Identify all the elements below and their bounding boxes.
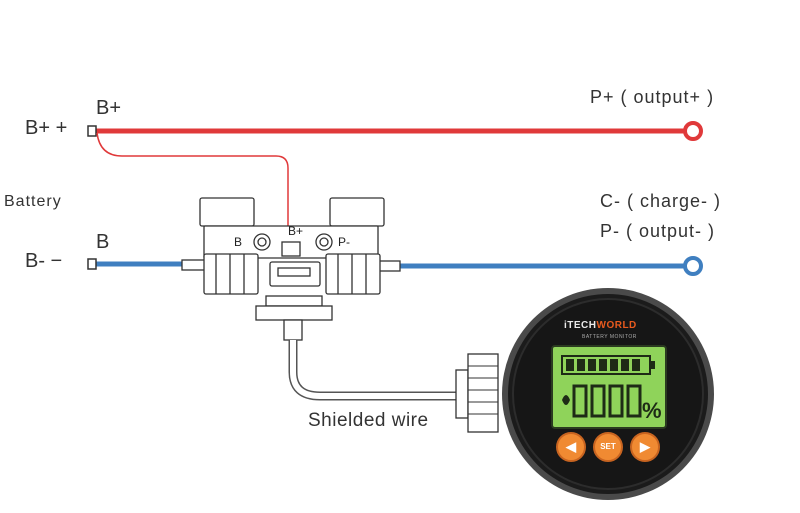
monitor-left-button[interactable]: ◀ [556, 432, 586, 462]
p-minus-output-label: P- ( output- ) [600, 221, 716, 241]
negative-wire [87, 258, 686, 270]
b-plus-sense-wire [96, 132, 289, 242]
lcd-leaf-icon [562, 395, 570, 405]
shunt-b-label: B [234, 235, 243, 249]
shunt-device [181, 197, 401, 341]
lcd-percent-symbol: % [642, 398, 662, 423]
shunt-p-minus-label: P- [338, 235, 350, 249]
shielded-wire-label: Shielded wire [308, 410, 429, 431]
b-plus-label: B+ [96, 97, 122, 119]
monitor-right-button[interactable]: ▶ [630, 432, 660, 462]
c-minus-terminal-ring [683, 256, 703, 276]
positive-wire [87, 125, 686, 137]
p-plus-terminal-ring [683, 121, 703, 141]
c-minus-charge-label: C- ( charge- ) [600, 191, 722, 211]
lcd-battery-bar-icon [561, 355, 655, 375]
shielded-cable [288, 340, 499, 433]
monitor-set-button[interactable]: SET [593, 432, 623, 462]
brand-suffix: WORLD [596, 320, 637, 331]
p-plus-output-label: P+ ( output+ ) [590, 87, 715, 107]
b-label: B [96, 231, 110, 253]
brand-prefix: iTECH [564, 320, 597, 331]
battery-label: Battery [4, 193, 62, 210]
shunt-b-plus-label: B+ [288, 224, 304, 238]
lcd-digits [572, 384, 642, 418]
b-plus-terminal-label: B+ + [25, 117, 68, 139]
monitor-brand: iTECHWORLD [564, 320, 637, 331]
b-minus-terminal-label: B- − [25, 250, 63, 272]
monitor-subtitle: BATTERY MONITOR [582, 334, 637, 340]
